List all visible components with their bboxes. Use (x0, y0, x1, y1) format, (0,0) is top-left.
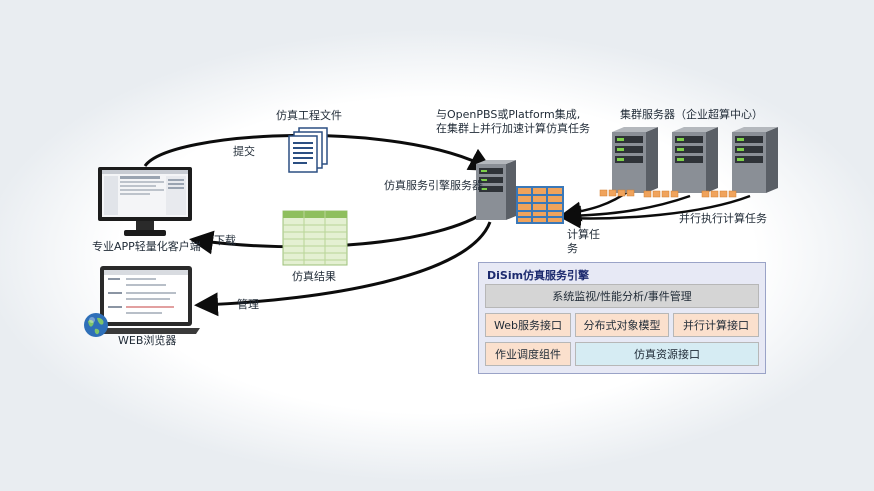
client-label: 专业APP轻量化客户端 (92, 240, 201, 253)
download-label: 下载 (214, 234, 236, 247)
engine-panel: DiSim仿真服务引擎 系统监视/性能分析/事件管理 Web服务接口 分布式对象… (478, 262, 766, 374)
distributed-object-model: 分布式对象模型 (575, 313, 669, 337)
web-service-interface: Web服务接口 (485, 313, 571, 337)
cluster-server-icon-3 (732, 127, 778, 193)
laptop-icon (94, 266, 200, 334)
compute-tasks-icon (516, 186, 564, 224)
engine-panel-title: DiSim仿真服务引擎 (487, 269, 590, 282)
parallel-tasks-label: 并行执行计算任务 (679, 212, 767, 225)
monitor-analysis-module: 系统监视/性能分析/事件管理 (485, 284, 759, 308)
compute-tasks-label-2: 务 (567, 242, 578, 255)
integration-line2: 在集群上并行加速计算仿真任务 (436, 122, 590, 135)
parallel-arrow-3 (561, 194, 751, 229)
globe-icon (84, 313, 108, 337)
job-scheduling-component: 作业调度组件 (485, 342, 571, 366)
web-browser-label: WEB浏览器 (118, 334, 177, 347)
parallel-compute-interface: 并行计算接口 (673, 313, 759, 337)
simulation-resource-interface: 仿真资源接口 (575, 342, 759, 366)
engine-server-icon (476, 160, 516, 220)
integration-line1: 与OpenPBS或Platform集成, (436, 108, 581, 121)
manage-arrow (194, 221, 492, 317)
results-label: 仿真结果 (292, 270, 336, 283)
cluster-server-icon-2 (672, 127, 718, 193)
server-task-blocks (599, 189, 737, 198)
client-monitor-icon (98, 167, 192, 236)
documents-icon (288, 127, 328, 173)
cluster-label: 集群服务器（企业超算中心） (620, 108, 763, 121)
cluster-server-icon-1 (612, 127, 658, 193)
engine-server-label: 仿真服务引擎服务器 (384, 179, 483, 192)
project-files-label: 仿真工程文件 (276, 109, 342, 122)
download-arrow (189, 208, 489, 255)
compute-tasks-label-1: 计算任 (567, 228, 600, 241)
manage-label: 管理 (237, 298, 259, 311)
submit-label: 提交 (233, 145, 255, 158)
results-table-icon (282, 210, 348, 266)
